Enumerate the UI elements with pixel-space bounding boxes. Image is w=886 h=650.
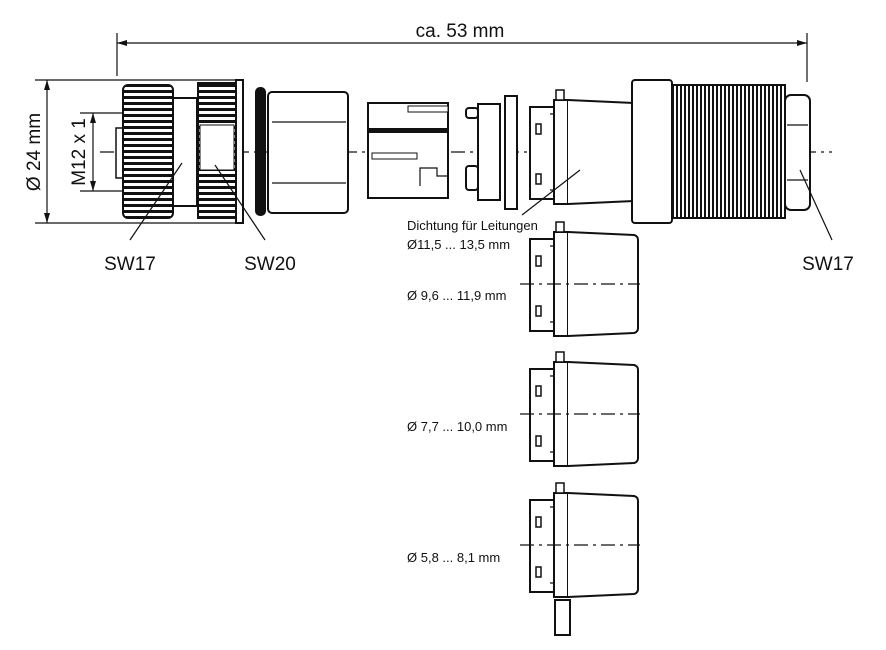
diameter-dimension: Ø 24 mm — [24, 79, 240, 224]
seal-3 — [529, 351, 639, 467]
sw17-left-label: SW17 — [104, 254, 156, 275]
seal-tab — [554, 599, 571, 636]
o-ring — [255, 87, 266, 216]
diameter-label: Ø 24 mm — [24, 113, 45, 191]
clamp-ring — [465, 95, 518, 210]
sw17-right-label: SW17 — [802, 254, 854, 275]
gland-body — [631, 79, 786, 224]
sw20-label: SW20 — [244, 254, 296, 275]
contact-carrier — [172, 97, 198, 207]
seal-4-range: Ø 5,8 ... 8,1 mm — [407, 550, 500, 565]
seal-2 — [529, 221, 639, 337]
length-dimension: ca. 53 mm — [116, 21, 808, 82]
seal-1 — [529, 89, 639, 205]
coupling-nut-sw17 — [115, 84, 174, 219]
seal-3-range: Ø 7,7 ... 10,0 mm — [407, 419, 507, 434]
seal-title: Dichtung für Leitungen — [407, 218, 538, 233]
seal-2-range: Ø 9,6 ... 11,9 mm — [407, 288, 506, 303]
contact-insert — [367, 102, 449, 199]
pressure-nut-sw17 — [784, 94, 811, 211]
hex-body — [267, 91, 349, 214]
thread-dimension: M12 x 1 — [69, 112, 125, 192]
seal-1-range: Ø11,5 ... 13,5 mm — [407, 237, 510, 252]
knurled-ring-sw20 — [197, 79, 244, 224]
thread-label: M12 x 1 — [69, 118, 90, 186]
seal-4 — [529, 482, 639, 598]
length-label: ca. 53 mm — [416, 21, 505, 42]
